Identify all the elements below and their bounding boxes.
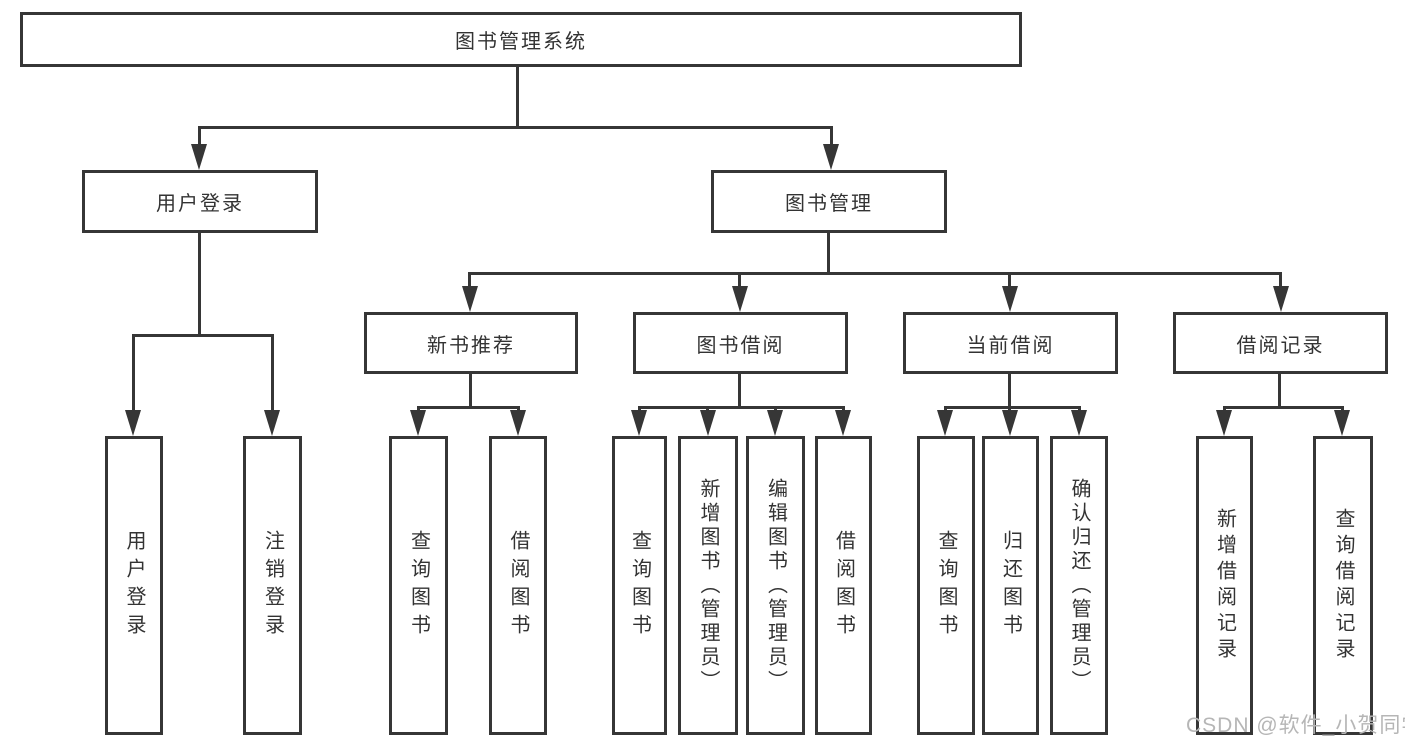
connector-drop-logout-leaf [271, 334, 274, 414]
connector-root-stem [516, 66, 519, 128]
connector-book-borrow-branch [638, 406, 845, 409]
connector-drop-user-login [198, 126, 201, 146]
node-new-book-recommendation: 新书推荐 [364, 312, 578, 374]
leaf-user-login: 用户登录 [105, 436, 163, 735]
csdn-watermark: CSDN @软件_小贺同学 [1186, 714, 1405, 737]
arrowhead-down-icon [937, 410, 953, 436]
connector-new-rec-branch [417, 406, 520, 409]
arrowhead-down-icon [1002, 410, 1018, 436]
arrowhead-down-icon [631, 410, 647, 436]
arrowhead-down-icon [125, 410, 141, 436]
leaf-edit-books-admin: 编辑图书（管理员） [746, 436, 805, 735]
node-label: 新书推荐 [427, 334, 515, 357]
leaf-query-books-current: 查询图书 [917, 436, 975, 735]
arrowhead-down-icon [1002, 286, 1018, 312]
connector-drop-current-borrow [1008, 272, 1011, 290]
node-borrowing-records: 借阅记录 [1173, 312, 1388, 374]
arrowhead-down-icon [732, 286, 748, 312]
leaf-borrow-books-rec: 借阅图书 [489, 436, 547, 735]
connector-current-borrow-branch [944, 406, 1081, 409]
arrowhead-down-icon [510, 410, 526, 436]
leaf-label: 编辑图书（管理员） [764, 477, 787, 694]
arrowhead-down-icon [700, 410, 716, 436]
leaf-label: 借阅图书 [507, 529, 529, 642]
leaf-label: 新增借阅记录 [1213, 507, 1236, 664]
connector-current-borrow-stem [1008, 374, 1011, 408]
connector-root-branch [198, 126, 833, 129]
node-label: 用户登录 [156, 193, 244, 215]
leaf-add-borrow-record: 新增借阅记录 [1196, 436, 1253, 735]
arrowhead-down-icon [1071, 410, 1087, 436]
arrowhead-down-icon [767, 410, 783, 436]
leaf-add-books-admin: 新增图书（管理员） [678, 436, 738, 735]
node-user-login: 用户登录 [82, 170, 318, 233]
leaf-return-books: 归还图书 [982, 436, 1039, 735]
leaf-label: 用户登录 [123, 529, 145, 642]
leaf-query-borrow-record: 查询借阅记录 [1313, 436, 1373, 735]
arrowhead-down-icon [835, 410, 851, 436]
leaf-label: 查询借阅记录 [1332, 507, 1354, 664]
connector-borrow-record-stem [1278, 374, 1281, 408]
leaf-borrow-books: 借阅图书 [815, 436, 872, 735]
connector-borrow-record-branch [1223, 406, 1344, 409]
leaf-label: 注销登录 [261, 529, 284, 642]
leaf-label: 查询图书 [628, 529, 651, 642]
connector-drop-borrow-record [1279, 272, 1282, 290]
node-book-management: 图书管理 [711, 170, 947, 233]
leaf-logout: 注销登录 [243, 436, 302, 735]
arrowhead-down-icon [1334, 410, 1350, 436]
connector-user-login-branch [132, 334, 274, 337]
leaf-label: 新增图书（管理员） [697, 477, 719, 694]
leaf-label: 查询图书 [407, 529, 430, 642]
connector-book-management-branch [468, 272, 1282, 275]
arrowhead-down-icon [264, 410, 280, 436]
leaf-label: 归还图书 [999, 529, 1022, 642]
connector-book-management-stem [827, 232, 830, 274]
arrowhead-down-icon [823, 144, 839, 170]
arrowhead-down-icon [1216, 410, 1232, 436]
arrowhead-down-icon [191, 144, 207, 170]
connector-book-borrow-stem [738, 374, 741, 408]
node-label: 借阅记录 [1236, 334, 1325, 357]
arrowhead-down-icon [1273, 286, 1289, 312]
node-label: 图书借阅 [696, 334, 785, 357]
leaf-query-books-borrow: 查询图书 [612, 436, 667, 735]
connector-new-rec-stem [469, 374, 472, 408]
connector-drop-book-borrow [738, 272, 741, 290]
leaf-label: 查询图书 [935, 529, 957, 642]
connector-drop-new-book-rec [468, 272, 471, 290]
node-current-borrowing: 当前借阅 [903, 312, 1118, 374]
arrowhead-down-icon [410, 410, 426, 436]
node-label: 图书管理 [785, 193, 873, 215]
leaf-label: 借阅图书 [832, 529, 855, 642]
node-label: 当前借阅 [966, 334, 1055, 357]
node-label: 图书管理系统 [455, 31, 587, 53]
leaf-confirm-return-admin: 确认归还（管理员） [1050, 436, 1108, 735]
connector-drop-book-management [830, 126, 833, 146]
leaf-label: 确认归还（管理员） [1068, 477, 1090, 694]
arrowhead-down-icon [462, 286, 478, 312]
connector-user-login-stem [198, 232, 201, 337]
leaf-query-books-rec: 查询图书 [389, 436, 448, 735]
node-book-borrowing: 图书借阅 [633, 312, 848, 374]
connector-drop-login-leaf [132, 334, 135, 414]
node-library-management-system: 图书管理系统 [20, 12, 1022, 67]
